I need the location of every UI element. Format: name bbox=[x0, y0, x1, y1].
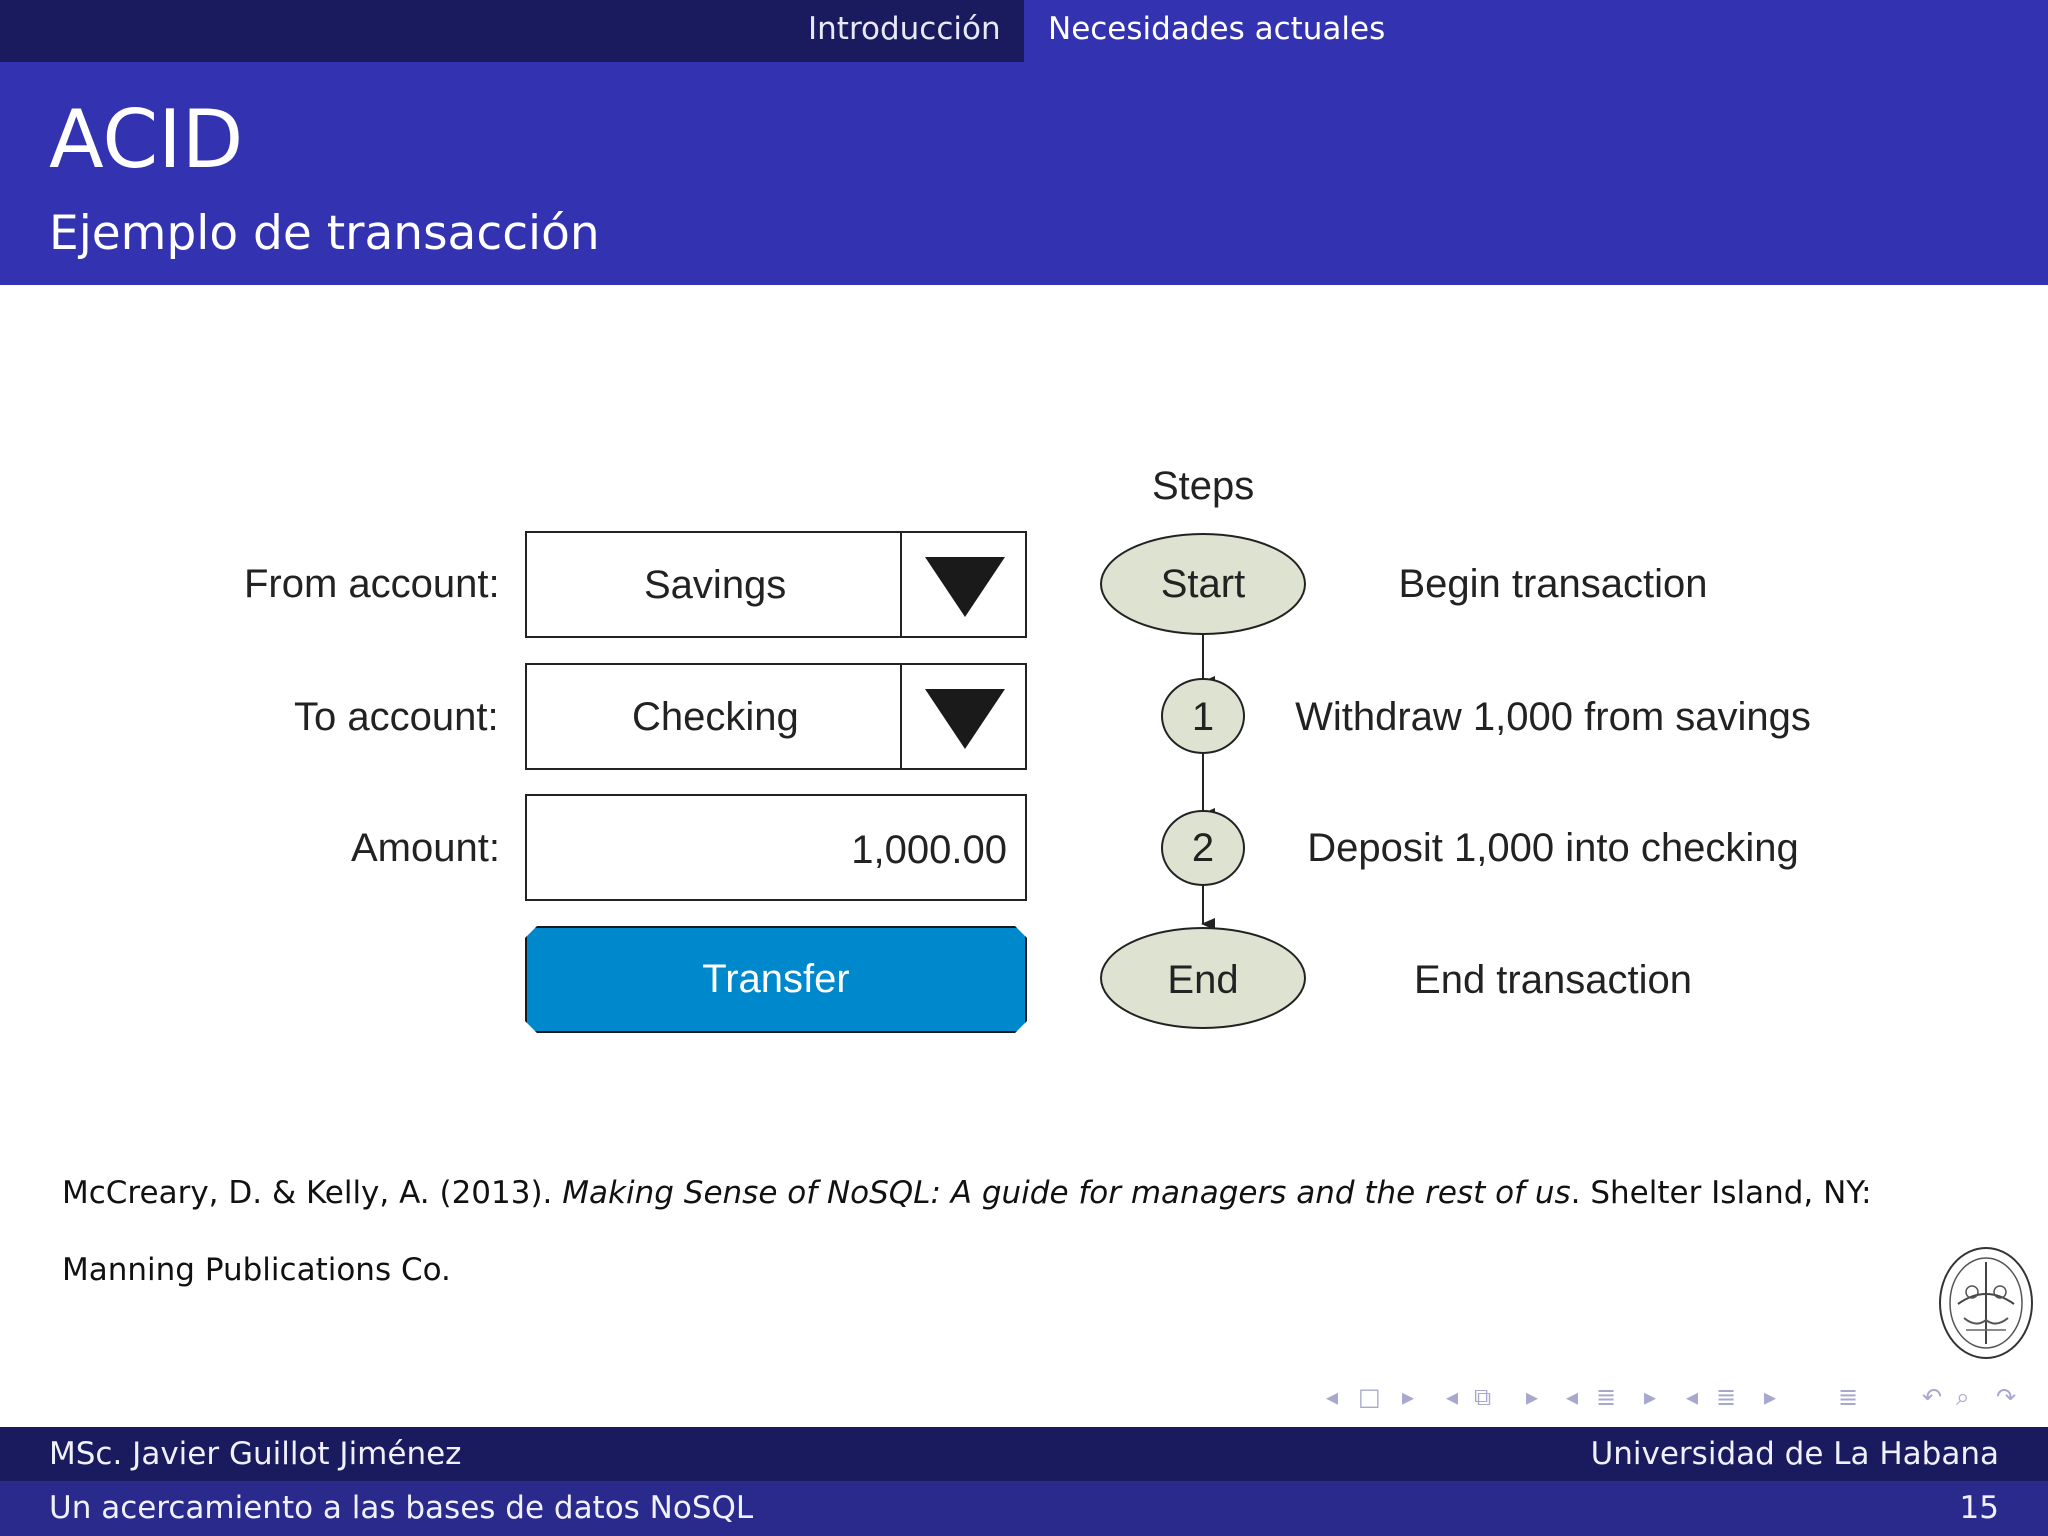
redo-icon[interactable]: ↷ bbox=[1996, 1383, 2017, 1411]
appendix-icon[interactable]: ≣ bbox=[1838, 1383, 1859, 1411]
nav-next-slide-icon[interactable]: ▸ bbox=[1526, 1383, 1539, 1411]
beamer-navigation-controls: ◂ □ ▸ ◂ ⧉ ▸ ◂ ≣ ▸ ◂ ≣ ▸ ≣ ↶ ⌕ ↷ bbox=[1320, 1380, 2040, 1414]
amount-value: 1,000.00 bbox=[851, 828, 1007, 872]
reference-book-title: Making Sense of NoSQL: A guide for manag… bbox=[562, 1175, 1571, 1211]
to-account-dropdown: Checking bbox=[525, 663, 1027, 770]
nav-section-introduccion[interactable]: Introducción bbox=[808, 11, 1001, 47]
nav-prev-frame-icon[interactable]: ◂ bbox=[1326, 1383, 1339, 1411]
step-description: Deposit 1,000 into checking bbox=[1307, 826, 1799, 870]
slide-icon[interactable]: ⧉ bbox=[1474, 1383, 1492, 1411]
nav-prev-section-icon[interactable]: ◂ bbox=[1686, 1383, 1699, 1411]
from-account-value: Savings bbox=[644, 563, 787, 607]
to-account-label: To account: bbox=[294, 695, 499, 739]
frame-icon[interactable]: □ bbox=[1358, 1383, 1381, 1411]
nav-next-section-icon[interactable]: ▸ bbox=[1764, 1383, 1777, 1411]
footer-page-number: 15 bbox=[1959, 1490, 1999, 1526]
end-node-label: End bbox=[1167, 958, 1239, 1002]
footer-author: MSc. Javier Guillot Jiménez bbox=[49, 1436, 462, 1472]
nav-next-frame-icon[interactable]: ▸ bbox=[1402, 1383, 1415, 1411]
to-account-value: Checking bbox=[632, 695, 799, 739]
footer-talk-title: Un acercamiento a las bases de datos NoS… bbox=[49, 1490, 754, 1526]
start-node bbox=[1100, 533, 1306, 635]
footer-top-band: MSc. Javier Guillot Jiménez Universidad … bbox=[0, 1427, 2048, 1481]
reference-line-2: Manning Publications Co. bbox=[62, 1252, 451, 1288]
end-node bbox=[1100, 927, 1306, 1029]
step-2-node bbox=[1161, 810, 1245, 886]
amount-field: 1,000.00 bbox=[525, 794, 1027, 901]
reference-authors: McCreary, D. & Kelly, A. (2013). bbox=[62, 1175, 553, 1211]
step-description: End transaction bbox=[1414, 958, 1692, 1002]
start-node-label: Start bbox=[1160, 562, 1246, 606]
section-icon[interactable]: ≣ bbox=[1716, 1383, 1737, 1411]
nav-next-subsection-icon[interactable]: ▸ bbox=[1644, 1383, 1657, 1411]
steps-flow-diagram bbox=[1100, 533, 1306, 1029]
reference-publisher: . Shelter Island, NY: bbox=[1570, 1175, 1872, 1211]
slide-title: ACID bbox=[49, 93, 244, 186]
chevron-down-icon bbox=[925, 689, 1005, 749]
amount-label: Amount: bbox=[351, 826, 500, 870]
slide-subtitle: Ejemplo de transacción bbox=[49, 206, 600, 261]
nav-prev-subsection-icon[interactable]: ◂ bbox=[1566, 1383, 1579, 1411]
from-account-dropdown: Savings bbox=[525, 531, 1027, 638]
step-description: Withdraw 1,000 from savings bbox=[1295, 695, 1811, 739]
search-icon[interactable]: ⌕ bbox=[1956, 1383, 1970, 1411]
title-band bbox=[0, 62, 2048, 285]
step-description: Begin transaction bbox=[1398, 562, 1708, 606]
transfer-button: Transfer bbox=[525, 926, 1027, 1033]
chevron-down-icon bbox=[925, 557, 1005, 617]
section-navbar: Introducción Necesidades actuales bbox=[0, 0, 2048, 62]
footer-institution: Universidad de La Habana bbox=[1590, 1436, 1999, 1472]
step-2-node-label: 2 bbox=[1191, 826, 1215, 870]
dropdown-divider bbox=[900, 533, 902, 636]
nav-prev-slide-icon[interactable]: ◂ bbox=[1446, 1383, 1459, 1411]
from-account-label: From account: bbox=[244, 562, 500, 606]
subsection-icon[interactable]: ≣ bbox=[1596, 1383, 1617, 1411]
university-seal-logo bbox=[1939, 1247, 2033, 1359]
step-1-node bbox=[1161, 678, 1245, 754]
reference-line-1: McCreary, D. & Kelly, A. (2013). Making … bbox=[62, 1178, 1872, 1209]
nav-section-necesidades-actuales[interactable]: Necesidades actuales bbox=[1024, 0, 2048, 62]
step-1-node-label: 1 bbox=[1191, 695, 1215, 739]
steps-heading: Steps bbox=[1152, 464, 1255, 508]
undo-icon[interactable]: ↶ bbox=[1922, 1383, 1943, 1411]
dropdown-divider bbox=[900, 665, 902, 768]
footer-bottom-band: Un acercamiento a las bases de datos NoS… bbox=[0, 1481, 2048, 1536]
